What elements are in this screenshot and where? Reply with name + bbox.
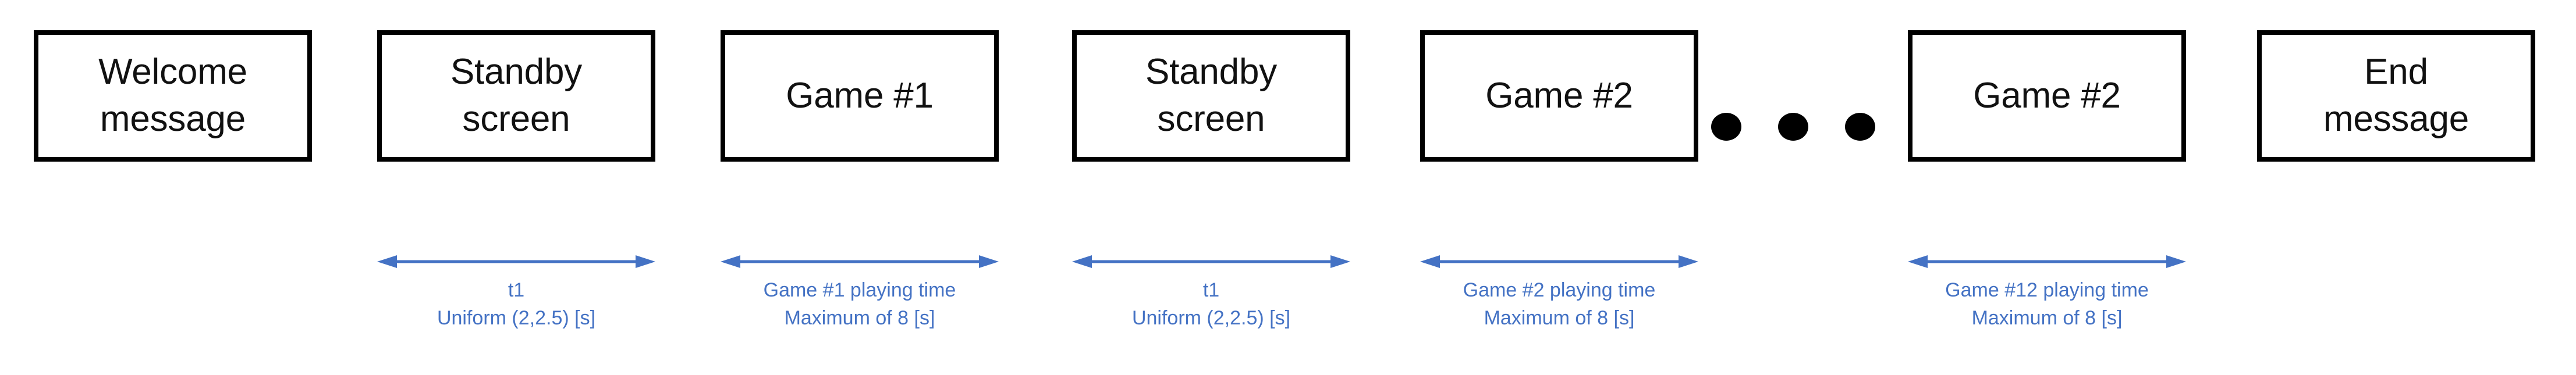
screen-box-game-2: Game #2 <box>1420 30 1698 162</box>
screen-box-game-last: Game #2 <box>1908 30 2186 162</box>
screen-box-game-1: Game #1 <box>721 30 999 162</box>
dimension-caption-line2: Maximum of 8 [s] <box>1484 307 1635 330</box>
dimension-game-12-duration: Game #12 playing time Maximum of 8 [s] <box>1908 254 2186 331</box>
dimension-caption-line2: Uniform (2,2.5) [s] <box>437 307 596 330</box>
dimension-caption-line1: t1 <box>508 279 525 301</box>
dimension-game-1-duration: Game #1 playing time Maximum of 8 [s] <box>721 254 999 331</box>
dimension-caption-line2: Maximum of 8 [s] <box>784 307 935 330</box>
double-headed-arrow-icon <box>1072 254 1350 269</box>
dimension-caption-line1: t1 <box>1202 279 1220 301</box>
dimension-caption-line2: Uniform (2,2.5) [s] <box>1131 307 1291 330</box>
double-headed-arrow-icon <box>1908 254 2186 269</box>
dimension-caption-line1: Game #12 playing time <box>1945 279 2149 301</box>
screen-box-end: End message <box>2257 30 2535 162</box>
ellipsis-dot-icon <box>1778 113 1808 141</box>
screen-box-label: Standby screen <box>450 52 583 139</box>
ellipsis-dot-icon <box>1711 113 1741 141</box>
continuation-ellipsis-icon <box>1711 113 1875 141</box>
dimension-caption-line1: Game #2 playing time <box>1463 279 1656 301</box>
screen-box-label: Welcome message <box>98 52 247 139</box>
dimension-game-2-duration: Game #2 playing time Maximum of 8 [s] <box>1420 254 1698 331</box>
screen-box-label: Game #1 <box>786 75 934 116</box>
dimension-caption-line2: Maximum of 8 [s] <box>1971 307 2123 330</box>
ellipsis-dot-icon <box>1845 113 1875 141</box>
screen-box-standby-1: Standby screen <box>377 30 655 162</box>
screen-box-label: Game #2 <box>1485 75 1633 116</box>
dimension-standby-1-duration: t1 Uniform (2,2.5) [s] <box>377 254 655 331</box>
screen-box-standby-2: Standby screen <box>1072 30 1350 162</box>
screen-box-label: Standby screen <box>1145 52 1278 139</box>
screen-box-label: Game #2 <box>1973 75 2121 116</box>
dimension-standby-2-duration: t1 Uniform (2,2.5) [s] <box>1072 254 1350 331</box>
double-headed-arrow-icon <box>1420 254 1698 269</box>
double-headed-arrow-icon <box>721 254 999 269</box>
screen-box-label: End message <box>2323 52 2469 139</box>
screen-box-welcome: Welcome message <box>34 30 312 162</box>
dimension-caption-line1: Game #1 playing time <box>763 279 956 301</box>
double-headed-arrow-icon <box>377 254 655 269</box>
